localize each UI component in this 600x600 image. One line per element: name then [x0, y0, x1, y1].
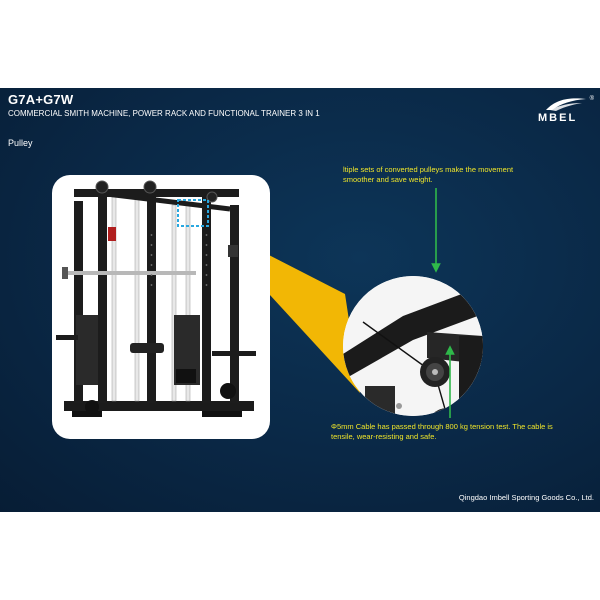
logo-text: MBEL	[538, 112, 578, 124]
company-name: Qingdao Imbell Sporting Goods Co., Ltd.	[458, 493, 594, 502]
pulley-closeup-image	[343, 276, 483, 416]
product-slide: G7A+G7W COMMERCIAL SMITH MACHINE, POWER …	[0, 88, 600, 512]
page-subtitle: COMMERCIAL SMITH MACHINE, POWER RACK AND…	[8, 109, 320, 118]
annotation-cable: Φ5mm Cable has passed through 800 kg ten…	[331, 422, 553, 441]
section-label: Pulley	[8, 138, 33, 148]
registered-mark: ®	[589, 96, 594, 102]
pulley-closeup	[343, 276, 483, 416]
brand-logo: ® MBEL	[538, 96, 594, 130]
product-photo	[52, 175, 270, 439]
smith-machine-image	[56, 180, 256, 417]
annotation-pulleys: ltiple sets of converted pulleys make th…	[343, 165, 514, 184]
page-title: G7A+G7W	[8, 92, 74, 107]
swoosh-logo-icon	[546, 98, 586, 111]
